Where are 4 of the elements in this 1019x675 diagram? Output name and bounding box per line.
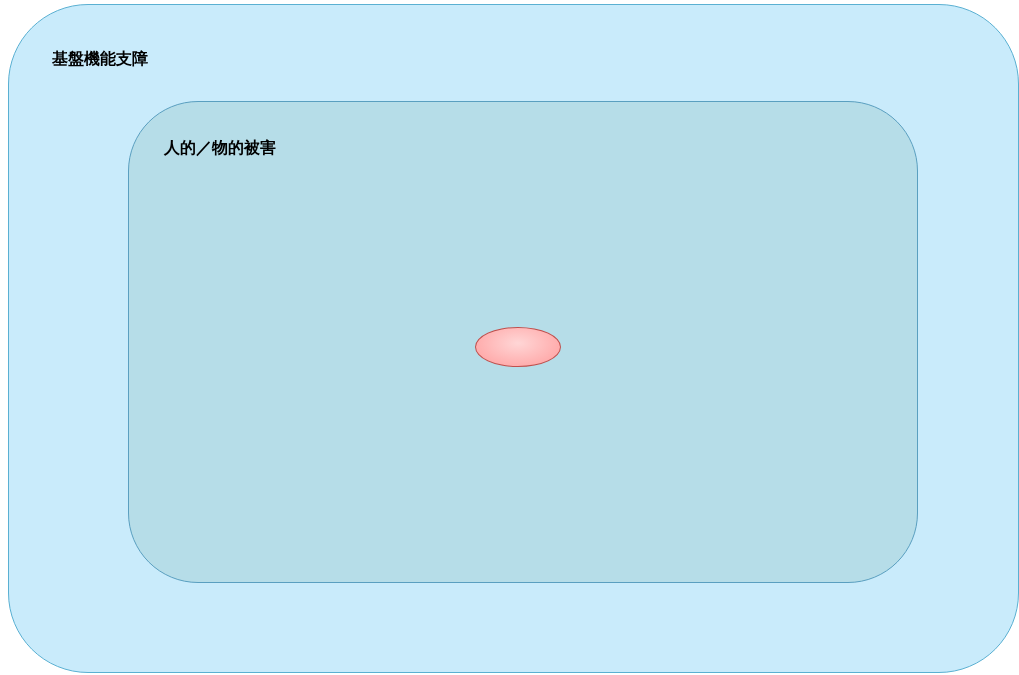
outer-panel xyxy=(8,4,1019,673)
panel-heading: 人的／物的被害 xyxy=(164,138,276,159)
inner-panel xyxy=(128,101,918,583)
panel-heading: 基盤機能支障 xyxy=(52,49,148,70)
